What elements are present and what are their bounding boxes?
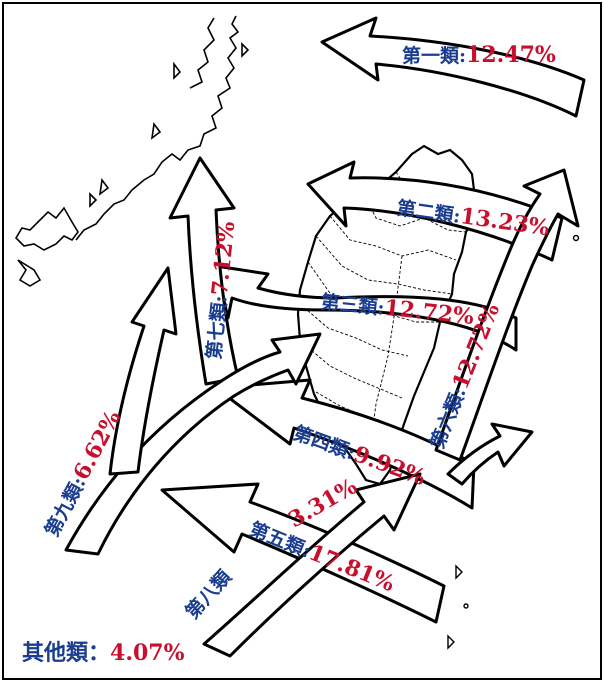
arrow-6-branch bbox=[446, 422, 534, 486]
label-arrow-1: 第一類:12.47% bbox=[402, 42, 556, 68]
typhoon-track-map: 第一類:12.47% 第二類:13.23% 第三類:12.72% 第四類:9.9… bbox=[14, 15, 586, 666]
arrow-1-shape bbox=[320, 16, 586, 118]
arrow-shapes bbox=[64, 16, 586, 658]
arrow-6-shape bbox=[434, 168, 580, 462]
arrow-2-shape bbox=[306, 160, 564, 262]
arrow-7-shape bbox=[168, 156, 240, 386]
eastern-islets bbox=[447, 234, 580, 650]
arrow-8-shape bbox=[202, 472, 422, 658]
label-arrow-8-category: 第八類 bbox=[181, 565, 237, 623]
arrow-9-tail-spike bbox=[108, 266, 178, 476]
label-other: 其他類：4.07% bbox=[22, 640, 185, 666]
japan-islands bbox=[14, 15, 250, 287]
